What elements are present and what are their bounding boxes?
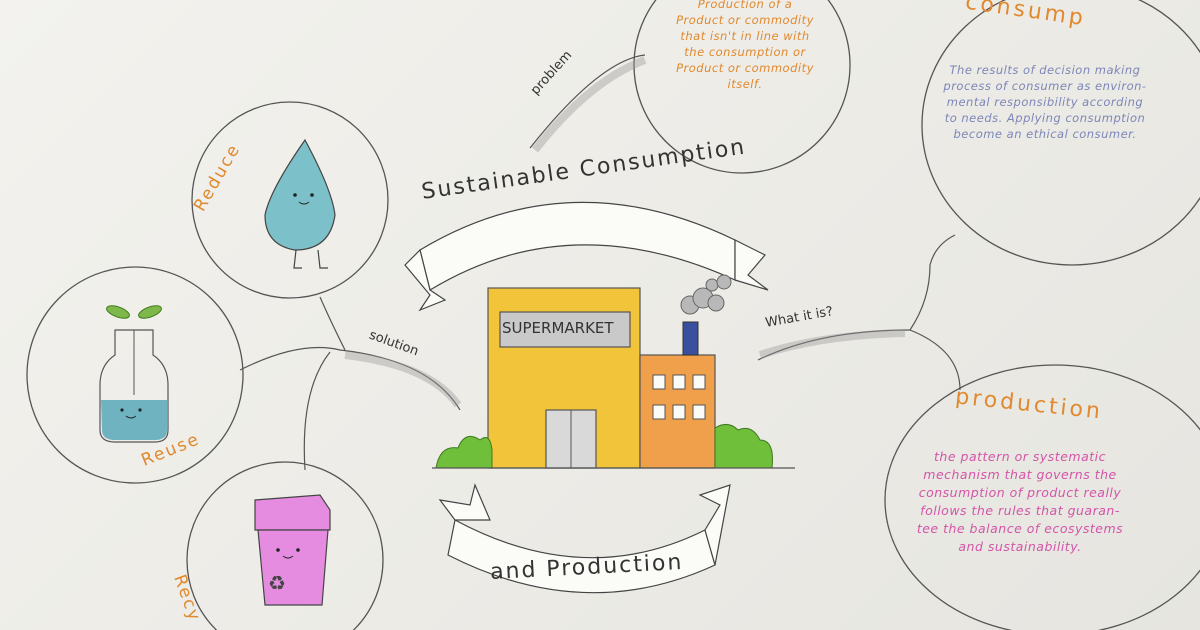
- solution-to-recycle: [303, 351, 331, 471]
- smoke-cloud: [680, 274, 732, 315]
- whatis-branch-shade: [758, 329, 906, 359]
- bottom-banner-ribbon: [438, 483, 731, 594]
- water-drop-illustration: [264, 138, 336, 269]
- reduce-circle: [191, 101, 389, 299]
- recycle-circle: [186, 461, 384, 630]
- production-text: the pattern or systematic mechanism that…: [916, 449, 1124, 554]
- problem-connector-shade: [531, 56, 647, 153]
- svg-text:♻: ♻: [268, 571, 286, 595]
- problem-text: Production of a Product or commodity tha…: [676, 0, 814, 91]
- problem-connector: [529, 54, 646, 149]
- reuse-circle: [26, 266, 244, 484]
- consumption-text: The results of decision making process o…: [943, 63, 1147, 141]
- problem-circle: [633, 0, 851, 174]
- bushes: [435, 424, 773, 469]
- solution-branch-shade: [344, 351, 462, 408]
- top-banner-ribbon: [404, 201, 769, 312]
- bottle-illustration: [99, 305, 169, 443]
- consumption-circle: [921, 0, 1200, 266]
- production-circle: [884, 364, 1200, 630]
- solution-branch-main: [239, 346, 461, 411]
- whatis-to-production: [909, 329, 961, 391]
- recycle-bin-illustration: ♻: [254, 494, 331, 606]
- whatis-to-consumption: [909, 234, 956, 331]
- building-illustration: [432, 274, 795, 469]
- whatis-branch: [757, 329, 911, 361]
- building-sign: SUPERMARKET: [502, 319, 614, 337]
- solution-to-reduce: [319, 296, 346, 351]
